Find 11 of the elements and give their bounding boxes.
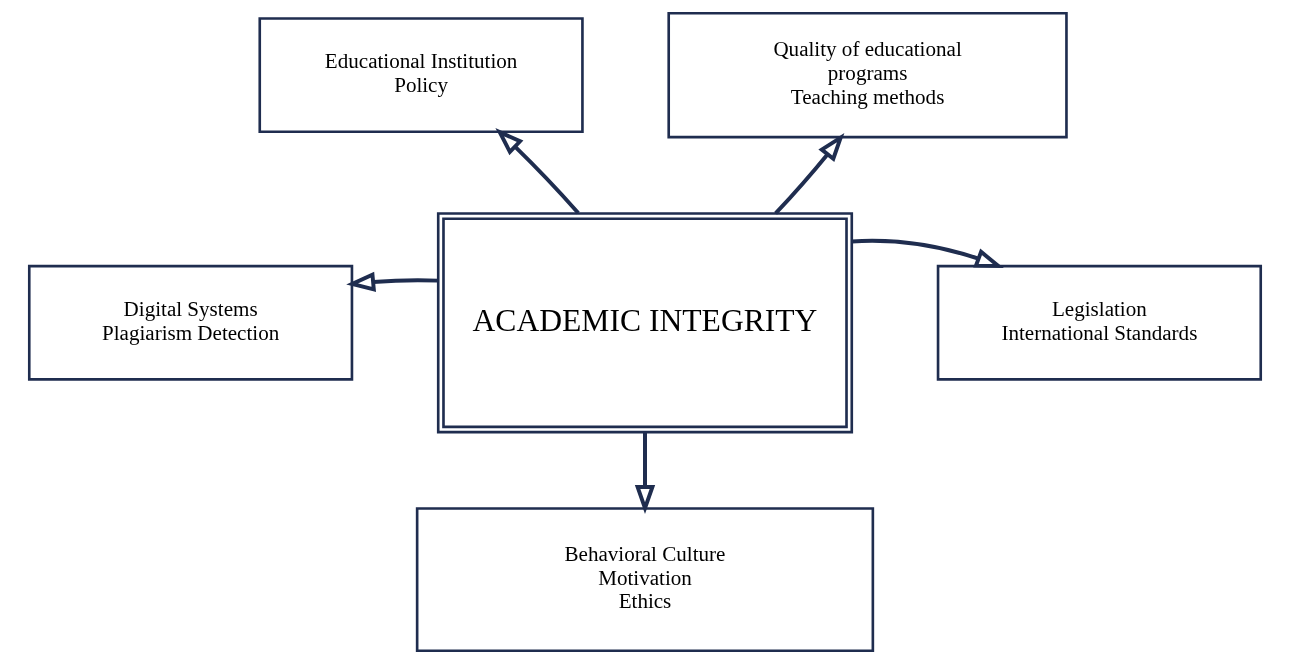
node-box: Behavioral Culture Motivation Ethics bbox=[415, 507, 875, 653]
arrow bbox=[851, 238, 1004, 269]
node-box: Digital Systems Plagiarism Detection bbox=[27, 264, 354, 381]
node-box: Educational Institution Policy bbox=[258, 17, 584, 134]
arrow bbox=[774, 133, 845, 215]
node-box: Legislation International Standards bbox=[936, 264, 1263, 381]
arrow bbox=[634, 432, 656, 515]
arrow bbox=[346, 271, 438, 292]
node-box: Quality of educational programs Teaching methods bbox=[667, 11, 1068, 139]
node-box: ACADEMIC INTEGRITY bbox=[436, 212, 854, 434]
arrow bbox=[495, 127, 580, 215]
